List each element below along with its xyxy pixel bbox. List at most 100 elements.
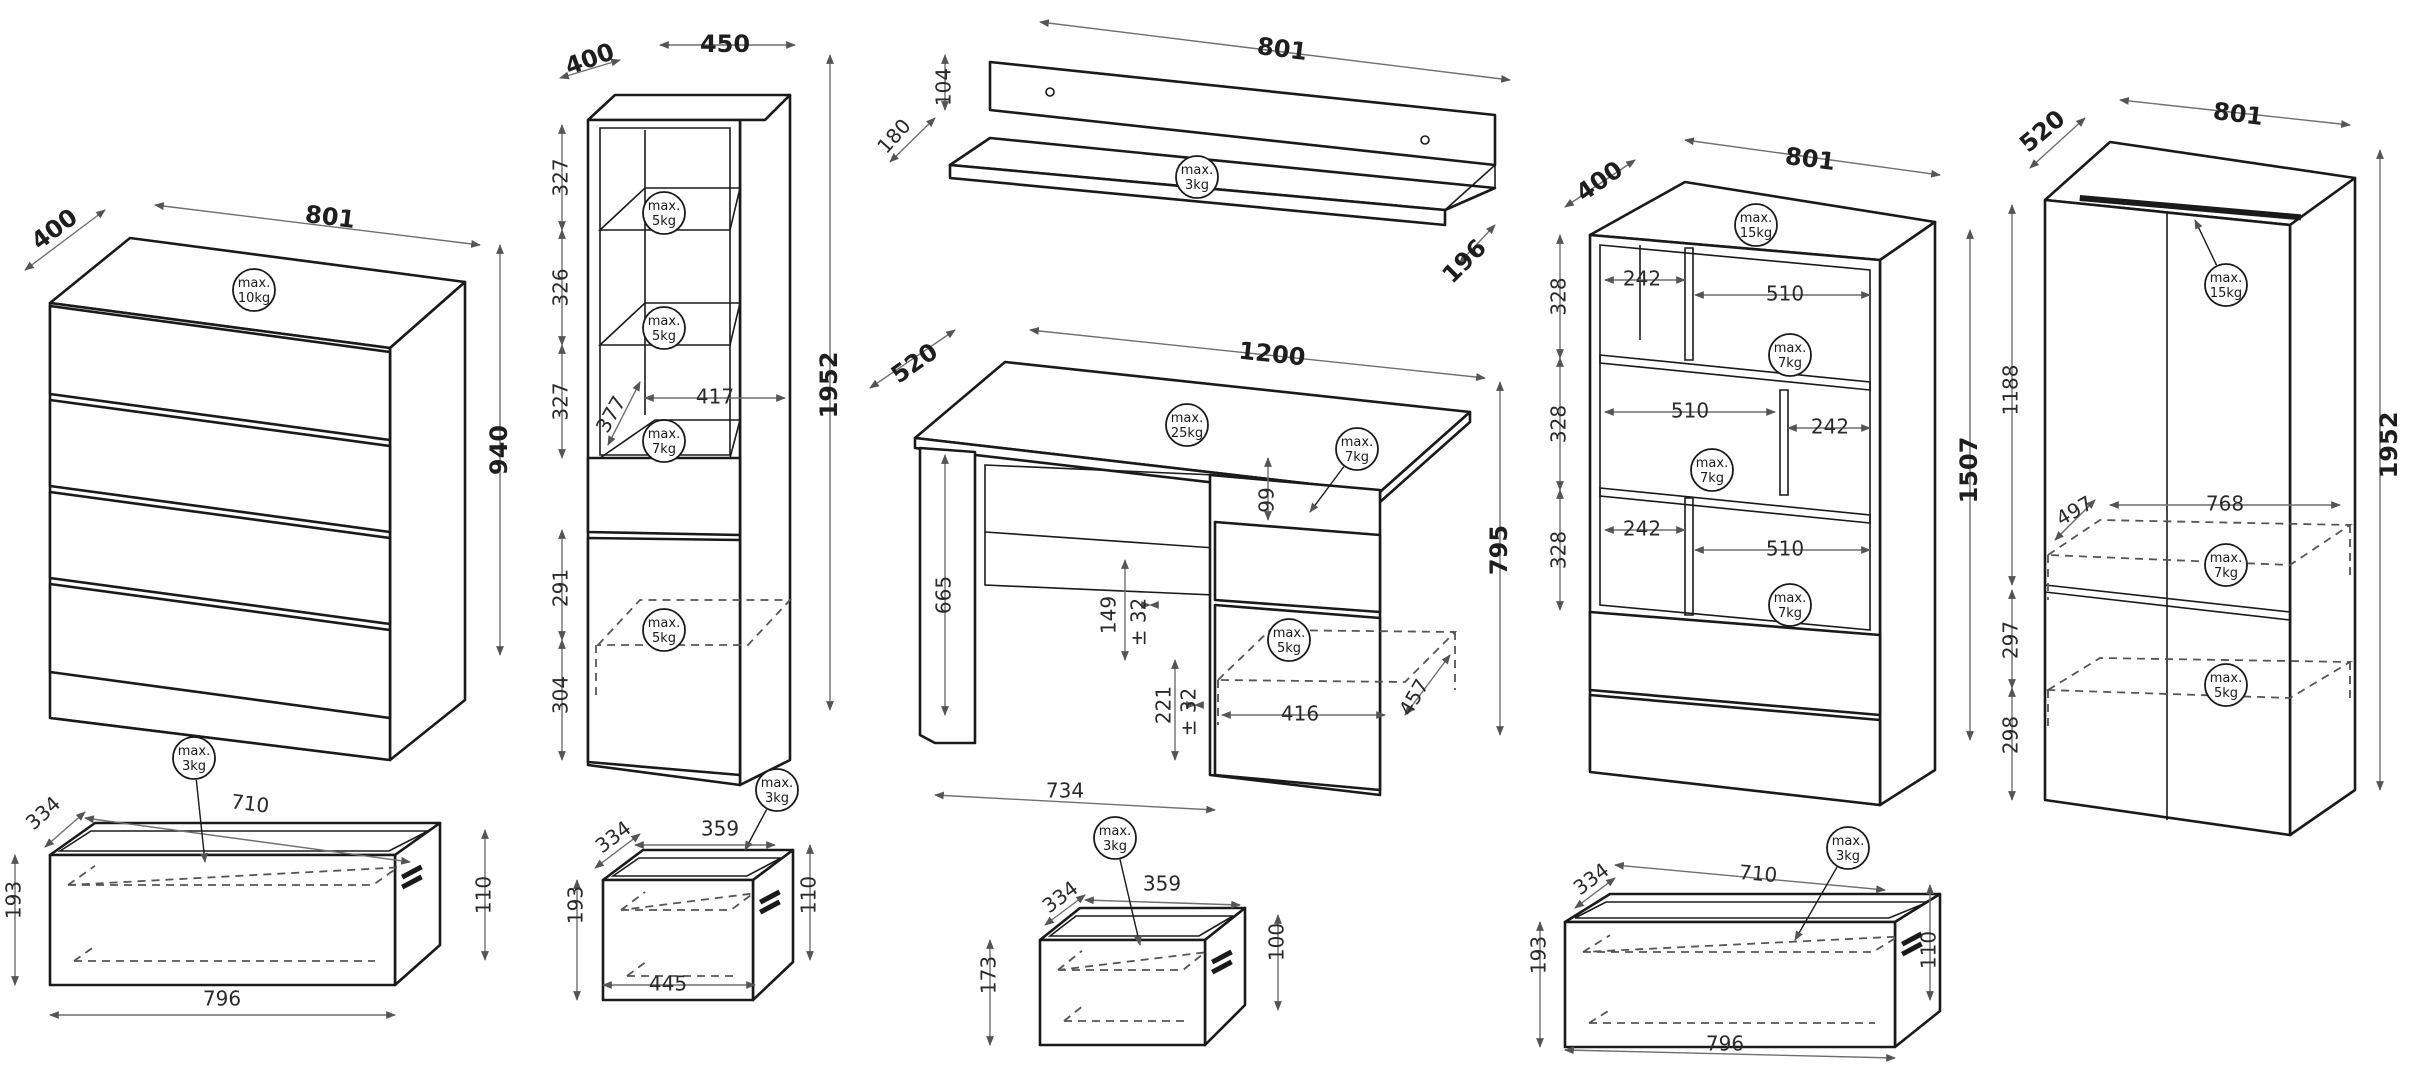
dimension-label: 110: [797, 876, 821, 914]
dimension-line: [934, 791, 1216, 814]
dimension-label: 510: [1766, 282, 1804, 306]
bookcase-shelf: [597, 302, 742, 346]
dimension-label: 796: [1706, 1032, 1744, 1056]
weight-value: 5kg: [652, 329, 676, 344]
drawer-runner: [759, 889, 781, 905]
dimension-line: [607, 381, 641, 446]
weight-leader: [195, 779, 208, 863]
dimension-label: 334: [21, 791, 65, 834]
weight-limit-badge: [2204, 663, 2248, 707]
weight-limit-badge: [1335, 427, 1379, 471]
drawer-front: [48, 853, 397, 987]
weight-limit-badge: [1175, 155, 1219, 199]
dimension-label: 193: [2, 881, 26, 919]
dimension-label: 100: [1265, 923, 1289, 961]
bookcase-top: [586, 93, 792, 122]
dimension-label: 520: [2014, 104, 2070, 158]
drawer-hidden-base: [1057, 950, 1083, 971]
cabinet-divider: [1779, 389, 1789, 496]
cabinet-side: [1878, 220, 1937, 807]
dimension-line: [44, 811, 86, 848]
wardrobe-partition: [2044, 591, 2291, 621]
dimension-label: 734: [1046, 779, 1084, 803]
dimension-label: 328: [1547, 531, 1571, 569]
weight-value: 15kg: [1740, 226, 1772, 241]
drawer-hidden-base: [626, 960, 648, 977]
weight-limit-badge: [642, 608, 686, 652]
weight-limit-badge: [755, 768, 799, 812]
weight-limit-badge: [1267, 618, 1311, 662]
dimension-label: 520: [886, 337, 943, 389]
drawer-front: [1563, 920, 1897, 1049]
dimension-label: 326: [549, 268, 573, 306]
dimension-line: [84, 815, 411, 865]
weight-limit-badge: [232, 268, 276, 312]
dimension-label: 801: [1256, 32, 1309, 66]
dimension-line: [1039, 19, 1511, 83]
drawer-runner: [1211, 959, 1233, 975]
wardrobe-partition: [2044, 584, 2291, 613]
mounting-hole: [1045, 87, 1055, 97]
desk-modesty-panel: [984, 464, 1216, 596]
dimension-label: 768: [2206, 492, 2244, 516]
weight-value: 15kg: [2210, 286, 2242, 301]
dimension-label: 180: [872, 114, 915, 158]
dimension-label: 457: [1394, 675, 1434, 720]
weight-limit-badge: [642, 191, 686, 235]
weight-value: 3kg: [1103, 839, 1127, 854]
drawer-runner: [1900, 941, 1923, 957]
dresser-drawer-front: [48, 398, 392, 534]
dimension-label: 801: [304, 200, 357, 234]
weight-prefix: max.: [1181, 163, 1213, 178]
wardrobe-side: [2288, 176, 2357, 837]
bookcase-shelf: [597, 187, 742, 231]
dimension-label: 221: [1152, 686, 1176, 724]
dimension-line: [1044, 894, 1086, 926]
drawer-box-side: [1893, 892, 1942, 1049]
dimension-label: 242: [1811, 415, 1849, 439]
weight-value: 7kg: [1778, 606, 1802, 621]
dimension-label: 710: [1738, 860, 1778, 887]
dimension-label: 193: [1527, 936, 1551, 974]
dimension-label: 801: [2212, 97, 2265, 131]
dimension-line: [1564, 1046, 1896, 1062]
drawer-hidden-base: [1588, 1008, 1612, 1024]
dimension-line: [1574, 877, 1616, 909]
dimension-line: [1684, 137, 1941, 178]
weight-prefix: max.: [238, 276, 270, 291]
drawer-runner: [1901, 931, 1923, 947]
dimension-label: 796: [203, 987, 241, 1011]
dimension-label: 297: [1999, 621, 2023, 659]
weight-value: 7kg: [652, 442, 676, 457]
bookcase-door: [586, 536, 742, 777]
dimension-label: 400: [1571, 155, 1628, 207]
weight-limit-badge: [1690, 448, 1734, 492]
dimension-label: 327: [549, 382, 573, 420]
dimension-label: 110: [1917, 931, 1941, 969]
dimension-label: 328: [1547, 405, 1571, 443]
drawer-front: [1038, 938, 1207, 1047]
weight-prefix: max.: [2210, 671, 2242, 686]
weight-value: 3kg: [182, 759, 206, 774]
weight-prefix: max.: [648, 199, 680, 214]
dimension-label: 291: [549, 569, 573, 607]
weight-limit-badge: [1768, 333, 1812, 377]
cabinet-shelf: [1599, 487, 1871, 524]
drawer-hidden-base: [1582, 934, 1611, 953]
dimension-label: ± 32: [1177, 688, 1201, 737]
dimension-line: [2119, 97, 2351, 128]
dimension-label: 400: [561, 37, 618, 80]
weight-limit-badge: [1734, 203, 1778, 247]
desk-drawer-front: [1213, 520, 1382, 614]
cabinet-drawer-front: [1588, 693, 1882, 807]
weight-prefix: max.: [1273, 626, 1305, 641]
weight-prefix: max.: [1341, 435, 1373, 450]
weight-value: 7kg: [1778, 356, 1802, 371]
cabinet-divider: [1684, 247, 1694, 361]
dimension-line: [2029, 117, 2086, 169]
